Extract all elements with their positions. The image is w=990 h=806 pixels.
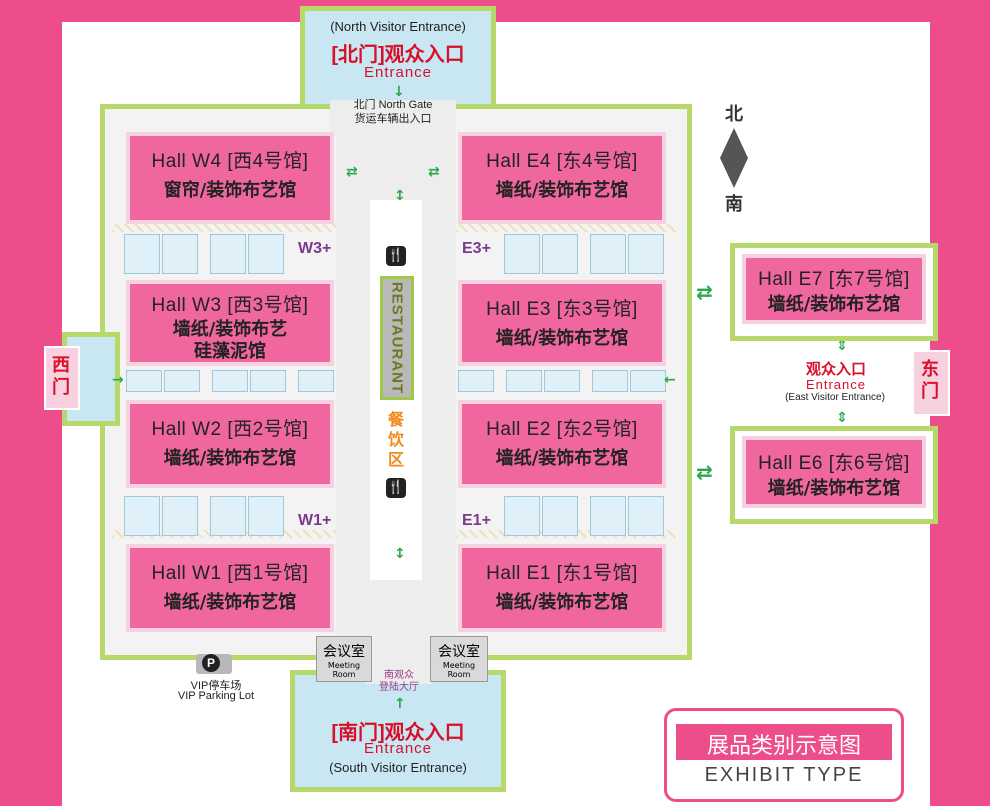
booth-row-w3plus <box>124 234 336 274</box>
north-gate-label: 北门 North Gate <box>353 99 433 111</box>
restaurant-sign: RESTAURANT <box>380 276 414 400</box>
hall-e6-type: 墙纸/装饰布艺馆 <box>767 478 901 499</box>
hall-e6-name: Hall E6 [东6号馆] <box>758 453 910 474</box>
east-gate-box <box>912 350 950 416</box>
east-gate-label: 东门 <box>921 359 939 401</box>
west-gate-box <box>44 346 80 410</box>
corridor-arrow-icon: ⇄ <box>346 164 358 180</box>
e7-connector-icon: ⇄ <box>696 280 713 304</box>
middle-cross-corridor-west <box>100 368 336 394</box>
restaurant-label: RESTAURANT <box>388 281 406 395</box>
hall-e3-name: Hall E3 [东3号馆] <box>486 299 638 320</box>
south-visitor-entrance-en: (South Visitor Entrance) <box>329 760 467 775</box>
meeting-room-east: 会议室 Meeting Room <box>430 636 488 682</box>
compass-north-label: 北 <box>725 104 743 125</box>
hall-e7-type: 墙纸/装饰布艺馆 <box>767 294 901 315</box>
hall-e1[interactable]: Hall E1 [东1号馆] 墙纸/装饰布艺馆 <box>458 544 666 632</box>
corridor-arrow-icon: ↕ <box>394 188 406 204</box>
east-visitor-entrance-en: (East Visitor Entrance) <box>785 392 885 403</box>
south-entrance-label: Entrance <box>363 740 433 757</box>
hall-e2-name: Hall E2 [东2号馆] <box>486 419 638 440</box>
hall-w4-name: Hall W4 [西4号馆] <box>151 151 309 172</box>
vip-parking-cn: VIP停车场 <box>190 680 242 692</box>
label-e3plus: E3+ <box>462 240 491 257</box>
hall-w2-name: Hall W2 [西2号馆] <box>151 419 309 440</box>
booth-row-e3plus <box>504 234 674 274</box>
hall-w3[interactable]: Hall W3 [西3号馆] 墙纸/装饰布艺 硅藻泥馆 <box>126 280 334 366</box>
service-strip-north-east <box>456 224 676 232</box>
dining-icon-bottom: 🍴 <box>386 478 406 498</box>
e6-connector-icon: ⇄ <box>696 460 713 484</box>
hall-e2-type: 墙纸/装饰布艺馆 <box>495 448 629 469</box>
east-visitor-entrance-cn: 观众入口 <box>805 361 866 378</box>
north-entry-arrow-icon: ↓ <box>393 84 405 100</box>
hall-w2-type: 墙纸/装饰布艺馆 <box>163 448 297 469</box>
corridor-arrow-icon: ↕ <box>394 546 406 562</box>
hall-e4-type: 墙纸/装饰布艺馆 <box>495 180 629 201</box>
label-e1plus: E1+ <box>462 512 491 529</box>
east-entry-arrow-icon: ← <box>664 372 676 388</box>
hall-e7[interactable]: Hall E7 [东7号馆] 墙纸/装饰布艺馆 <box>742 254 926 324</box>
meeting-room-east-cn: 会议室 <box>438 644 480 660</box>
hall-e4-name: Hall E4 [东4号馆] <box>486 151 638 172</box>
dining-icon-top: 🍴 <box>386 246 406 266</box>
hall-e7-name: Hall E7 [东7号馆] <box>758 269 910 290</box>
e6-link-arrow-icon: ⇕ <box>836 410 848 426</box>
hall-w1-name: Hall W1 [西1号馆] <box>151 563 309 584</box>
middle-cross-corridor-east <box>456 368 682 394</box>
hall-w3-name: Hall W3 [西3号馆] <box>151 295 309 316</box>
south-entry-arrow-icon: ↑ <box>394 696 406 712</box>
legend-title-en: EXHIBIT TYPE <box>704 764 864 786</box>
north-visitor-entrance-en: (North Visitor Entrance) <box>330 19 466 34</box>
label-w1plus: W1+ <box>298 512 332 529</box>
west-entry-arrow-icon: → <box>112 372 124 388</box>
south-visitor-entrance-cn: [南门]观众入口 <box>331 722 465 744</box>
meeting-room-west: 会议室 Meeting Room <box>316 636 372 682</box>
corridor-arrow-icon: ⇄ <box>428 164 440 180</box>
meeting-room-west-cn: 会议室 <box>323 644 365 660</box>
hall-e1-type: 墙纸/装饰布艺馆 <box>495 592 629 613</box>
compass-arrow-icon <box>720 128 748 188</box>
dining-area-label: 餐饮区 <box>387 410 404 469</box>
parking-icon: P <box>202 654 220 672</box>
west-gate-label: 西门 <box>52 355 70 397</box>
e7-link-arrow-icon: ⇕ <box>836 338 848 354</box>
compass-south-label: 南 <box>725 194 743 215</box>
north-entrance-label: Entrance <box>363 64 433 81</box>
cargo-entrance-label: 货运车辆出入口 <box>354 113 432 125</box>
hall-e2[interactable]: Hall E2 [东2号馆] 墙纸/装饰布艺馆 <box>458 400 666 488</box>
hall-e3[interactable]: Hall E3 [东3号馆] 墙纸/装饰布艺馆 <box>458 280 666 366</box>
legend-title-cn: 展品类别示意图 <box>706 734 861 759</box>
service-strip-north-west <box>112 224 336 232</box>
east-entrance-label: Entrance <box>805 377 867 392</box>
south-lobby <box>366 636 432 684</box>
vip-parking-en: VIP Parking Lot <box>177 690 255 702</box>
hall-w3-type: 墙纸/装饰布艺 硅藻泥馆 <box>172 319 288 362</box>
hall-w1[interactable]: Hall W1 [西1号馆] 墙纸/装饰布艺馆 <box>126 544 334 632</box>
booth-row-e1plus <box>504 496 674 536</box>
hall-e1-name: Hall E1 [东1号馆] <box>486 563 638 584</box>
hall-e3-type: 墙纸/装饰布艺馆 <box>495 328 629 349</box>
hall-w1-type: 墙纸/装饰布艺馆 <box>163 592 297 613</box>
legend-title-bar <box>676 724 892 760</box>
meeting-room-west-en: Meeting Room <box>327 661 361 679</box>
label-w3plus: W3+ <box>298 240 332 257</box>
hall-w4-type: 窗帘/装饰布艺馆 <box>163 180 297 201</box>
hall-w4[interactable]: Hall W4 [西4号馆] 窗帘/装饰布艺馆 <box>126 132 334 224</box>
hall-e4[interactable]: Hall E4 [东4号馆] 墙纸/装饰布艺馆 <box>458 132 666 224</box>
hall-w2[interactable]: Hall W2 [西2号馆] 墙纸/装饰布艺馆 <box>126 400 334 488</box>
north-visitor-entrance-cn: [北门]观众入口 <box>331 44 465 66</box>
south-lobby-label: 南观众 登陆大厅 <box>379 670 419 693</box>
hall-e6[interactable]: Hall E6 [东6号馆] 墙纸/装饰布艺馆 <box>742 436 926 508</box>
south-entrance-block <box>290 670 506 792</box>
meeting-room-east-en: Meeting Room <box>442 661 476 679</box>
north-gate-notch <box>330 100 456 136</box>
compass: 北 南 <box>714 100 754 220</box>
booth-row-w1plus <box>124 496 336 536</box>
